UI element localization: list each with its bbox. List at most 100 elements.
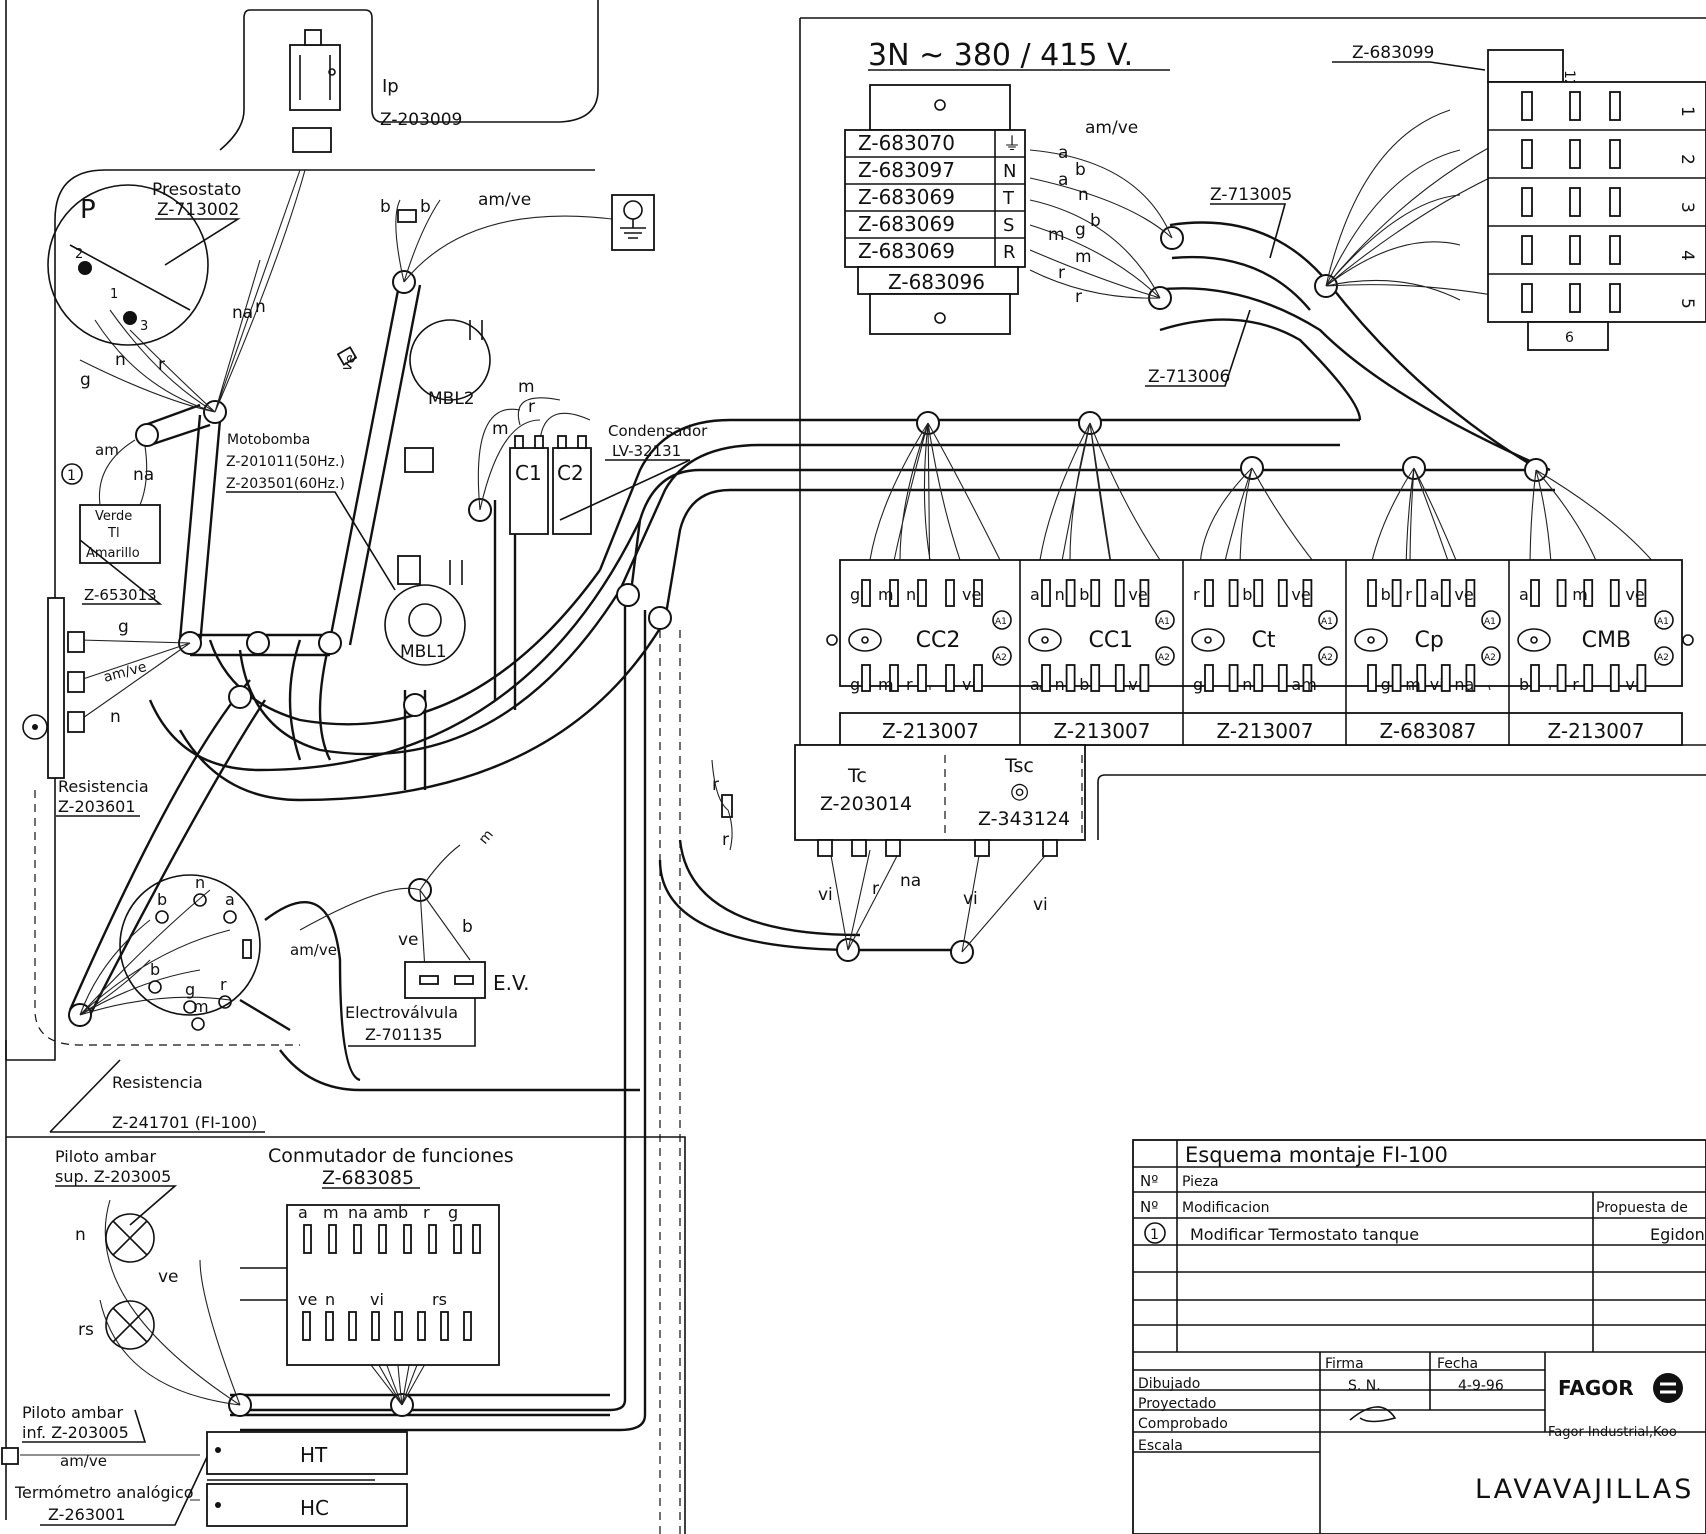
frame-lines — [5, 0, 1706, 1534]
capacitor: C1 C2 Condensador LV-32131 — [509, 422, 708, 535]
contactor-top-pin — [1277, 579, 1288, 607]
contactor-bottom-pin — [973, 664, 983, 692]
contactor-top-wire: r — [1193, 585, 1200, 604]
harness-upper-label: Z-713005 — [1210, 185, 1292, 205]
contactor-top-wire: ve — [1454, 585, 1473, 604]
svg-text:Tsc: Tsc — [1004, 755, 1034, 777]
svg-text:m: m — [518, 377, 535, 397]
terminal-wire-label: n — [1078, 185, 1089, 205]
contactor-bottom-pin — [945, 664, 955, 692]
svg-text:Modificar Termostato tanque: Modificar Termostato tanque — [1190, 1225, 1419, 1244]
heater-terminal — [218, 995, 232, 1009]
ps-wire-r: r — [158, 355, 165, 375]
pressure-pin-label: 3 — [140, 319, 148, 334]
svg-text:Nº: Nº — [1140, 1172, 1158, 1190]
svg-text:6: 6 — [1565, 330, 1574, 346]
terminal-row-code: Z-683069 — [858, 212, 955, 236]
contactor-bottom-pin — [1440, 664, 1451, 692]
svg-text:na: na — [900, 871, 921, 891]
coil-terminal-icon — [1155, 646, 1175, 666]
contactor-top-pin — [1583, 579, 1594, 607]
coil-terminal-icon — [1654, 610, 1674, 630]
relay-contact — [1569, 187, 1581, 217]
contactor-bottom-pin — [1090, 664, 1101, 692]
contactor-bottom-wire: a — [1030, 675, 1040, 694]
ps-wire-na: na — [232, 303, 253, 323]
svg-text:Z-701135: Z-701135 — [365, 1025, 443, 1044]
contactor-top-wire: n — [906, 585, 916, 604]
svg-text:MBL2: MBL2 — [428, 389, 475, 409]
svg-text:Amarillo: Amarillo — [86, 546, 140, 561]
pressure-pin-label: 2 — [75, 247, 83, 262]
contactor-bottom-pin — [1277, 664, 1288, 692]
contactor-bottom-pin — [1041, 664, 1051, 692]
svg-text:FAGOR: FAGOR — [1558, 1376, 1634, 1400]
switch-bottom-pin — [302, 1311, 311, 1341]
coil-terminal-icon — [992, 646, 1012, 666]
contactor-bottom-pin — [1228, 664, 1239, 692]
heater-pin-label: m — [193, 997, 209, 1016]
terminal-wire-label: a — [1058, 143, 1068, 163]
tank-thermostats: Tc Z-203014 Tsc ◎ Z-343124 vi r na vi vi… — [711, 744, 1086, 915]
svg-text:Nº: Nº — [1140, 1198, 1158, 1216]
svg-text:vi: vi — [1033, 895, 1048, 915]
switch-top-pin — [353, 1224, 362, 1254]
contactor-bottom-wire: vi — [1128, 675, 1142, 694]
contactor-bottom-pin — [1139, 664, 1150, 692]
contactor-bottom-pin — [1253, 664, 1264, 692]
coil-terminal-icon — [1481, 646, 1501, 666]
contactor-bottom-pin — [861, 664, 871, 692]
harness-lower-label: Z-713006 — [1148, 367, 1230, 387]
contactor-bottom-wire: g — [1193, 675, 1203, 694]
contactor-top-pin — [1367, 579, 1377, 607]
relay-contact — [1609, 91, 1621, 121]
terminal-wire-label: a — [1058, 170, 1068, 190]
pump-switch: Ip Z-203009 — [289, 29, 462, 153]
svg-text:Proyectado: Proyectado — [1138, 1396, 1216, 1412]
contactor-knob — [848, 628, 882, 652]
relay-contact — [1609, 283, 1621, 313]
svg-text:Ip: Ip — [382, 76, 399, 97]
heater-pin-label: a — [225, 890, 235, 909]
switch-bottom-label: ve — [298, 1290, 317, 1309]
terminal-wire-label: b — [1075, 160, 1086, 180]
coil-terminal-icon — [1155, 610, 1175, 630]
contactor-top-pin — [1465, 579, 1476, 607]
contactor-bottom-pin — [1556, 664, 1567, 692]
contactor-knob — [1191, 628, 1225, 652]
svg-text:Z-713002: Z-713002 — [157, 200, 239, 220]
terminal-row-code: Z-683070 — [858, 131, 955, 155]
svg-text:MBL1: MBL1 — [400, 642, 447, 662]
terminal-row-code: Z-683097 — [858, 158, 955, 182]
relay-contact — [1569, 235, 1581, 265]
contactor-top-wire: b — [1381, 585, 1391, 604]
contactor-bottom-pin — [1530, 664, 1540, 692]
contactor-bottom-pin — [1391, 664, 1402, 692]
thermometer: am/ve Termómetro analógico Z-263001 HT H… — [1, 1431, 408, 1527]
contactor-bottom-pin — [889, 664, 899, 692]
relay-contact — [1609, 235, 1621, 265]
svg-text:am/ve: am/ve — [290, 941, 337, 959]
terminal-row-label: ⏚ — [1003, 134, 1021, 155]
contactor-name: Ct — [1251, 628, 1275, 653]
svg-text:Z-203009: Z-203009 — [380, 110, 462, 130]
svg-text:Condensador: Condensador — [608, 422, 708, 440]
motor-pump: MBL2 MBL1 Motobomba Z-201011(50Hz.) Z-20… — [226, 190, 535, 666]
svg-text:Escala: Escala — [1138, 1438, 1183, 1454]
contactor-top-pin — [1228, 579, 1239, 607]
svg-text:Dibujado: Dibujado — [1138, 1376, 1200, 1392]
contactor-name: CC2 — [916, 628, 961, 653]
svg-text:Z-343124: Z-343124 — [978, 808, 1070, 830]
contactor-code: Z-213007 — [882, 719, 979, 743]
svg-text:n: n — [75, 1225, 86, 1245]
contactor-bottom-wire: m — [1405, 675, 1421, 694]
svg-text:Z-203014: Z-203014 — [820, 793, 912, 815]
switch-bottom-pin — [394, 1311, 403, 1341]
contactor-top-pin — [861, 579, 871, 607]
relay-row-number: 5 — [1677, 298, 1697, 309]
svg-text:LAVAVAJILLAS: LAVAVAJILLAS — [1475, 1474, 1694, 1505]
wire-fans — [20, 109, 1661, 1501]
contactor-top-pin — [1253, 579, 1264, 607]
heater-pin-label: g — [185, 980, 195, 999]
